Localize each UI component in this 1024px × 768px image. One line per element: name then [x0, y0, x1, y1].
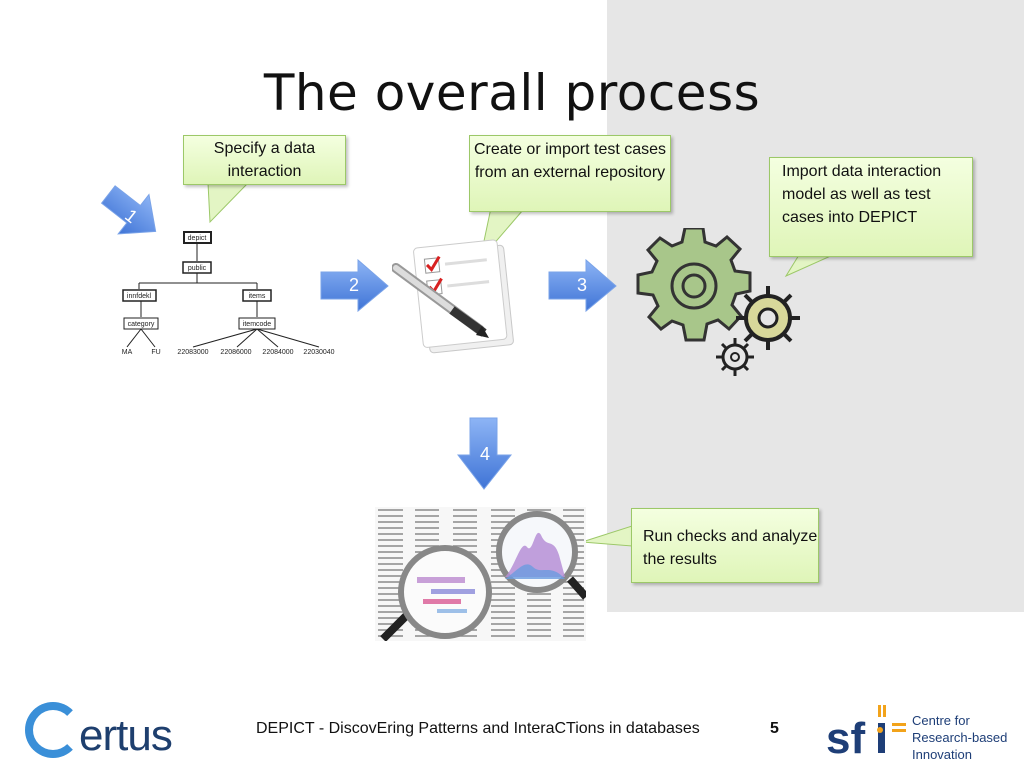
step-4-arrow: [457, 417, 513, 490]
tree-root: depict: [188, 235, 207, 242]
tree-leaf: MA: [122, 349, 133, 356]
sfi-logo: sf: [826, 705, 906, 763]
tree-level1: public: [188, 265, 207, 272]
gears-icon: [636, 228, 800, 376]
sfi-line: Innovation: [912, 747, 972, 762]
tree-left-child: category: [128, 321, 155, 328]
certus-logo: ertus: [25, 702, 173, 761]
sfi-caption: Centre for Research-based Innovation: [912, 712, 1007, 763]
slide-title: The overall process: [263, 64, 761, 122]
sfi-line: Centre for: [912, 713, 970, 728]
callout-run: Run checks and analyze the results: [631, 508, 819, 583]
svg-text:sf: sf: [826, 714, 865, 763]
tree-right: items: [249, 293, 266, 300]
step-1-arrow: [100, 185, 157, 235]
callout-create: Create or import test cases from an exte…: [469, 135, 671, 212]
step-3-arrow: [548, 259, 617, 313]
step-4-label: 4: [479, 444, 490, 464]
callout-import: Import data interaction model as well as…: [769, 157, 973, 257]
tree-leaf: 22030040: [303, 349, 334, 356]
magnifier-icon: [380, 545, 492, 641]
tree-leaf: 22083000: [177, 349, 208, 356]
results-image: [375, 507, 586, 641]
callout-specify: Specify a data interaction: [183, 135, 346, 185]
step-3-label: 3: [576, 275, 587, 295]
tree-right-child: itemcode: [243, 321, 272, 328]
data-interaction-tree: depict public innfdekl items category it…: [122, 231, 335, 356]
magnifier-icon: [496, 511, 586, 600]
step-2-label: 2: [348, 275, 359, 295]
callout-tail: [207, 182, 250, 224]
tree-leaf: 22084000: [262, 349, 293, 356]
tree-left: innfdekl: [127, 293, 152, 300]
sfi-line: Research-based: [912, 730, 1008, 745]
footer-text: DEPICT - DiscovEring Patterns and Intera…: [256, 720, 700, 737]
pen-icon: [392, 263, 489, 338]
tree-leaf: FU: [151, 349, 160, 356]
certus-text: ertus: [79, 711, 173, 760]
page-number: 5: [770, 720, 779, 737]
checklist-icon: [392, 239, 514, 354]
tree-leaf: 22086000: [220, 349, 251, 356]
step-2-arrow: [320, 259, 389, 313]
